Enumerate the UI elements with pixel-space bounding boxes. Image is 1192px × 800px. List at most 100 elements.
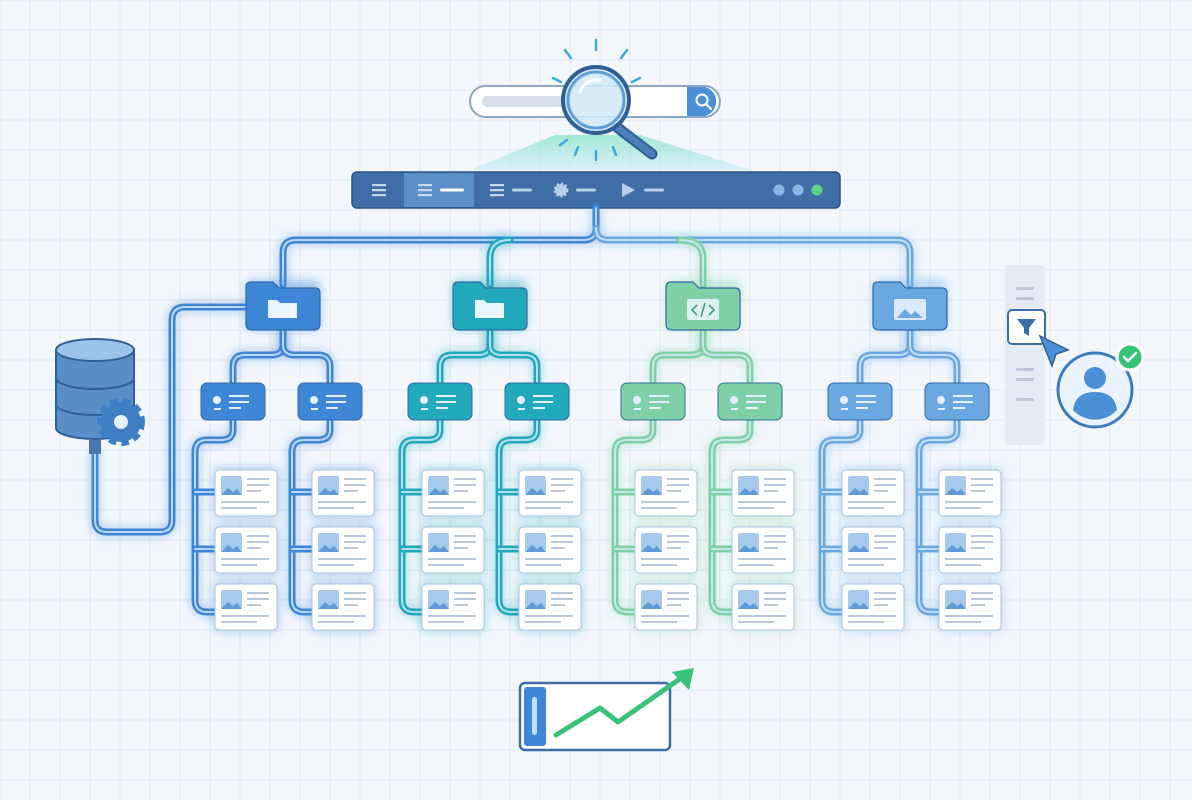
status-dot-1[interactable] xyxy=(792,184,804,196)
sparkle-ray xyxy=(573,145,580,157)
card-text-bar xyxy=(221,564,257,566)
card-text-bar xyxy=(667,484,689,486)
card-text-bar xyxy=(971,598,993,600)
card-text-bar xyxy=(525,501,573,503)
card-text-bar xyxy=(247,484,269,486)
list-icon xyxy=(418,184,432,197)
content-card[interactable] xyxy=(213,467,279,518)
subfolder-text-bar xyxy=(436,407,448,409)
card-text-bar xyxy=(454,490,468,492)
card-text-bar xyxy=(551,604,565,606)
subfolder-icon xyxy=(730,396,738,404)
toolbar-item-2[interactable] xyxy=(490,184,532,197)
subfolder-node[interactable] xyxy=(200,382,266,421)
subfolder-icon xyxy=(517,396,525,404)
content-card[interactable] xyxy=(517,581,583,632)
subfolder-text-bar xyxy=(746,407,758,409)
content-card[interactable] xyxy=(937,467,1003,518)
pipe-highlight xyxy=(489,239,511,286)
content-card[interactable] xyxy=(420,524,486,575)
content-card[interactable] xyxy=(633,524,699,575)
content-card[interactable] xyxy=(310,467,376,518)
content-card[interactable] xyxy=(730,524,796,575)
status-dot-0[interactable] xyxy=(773,184,785,196)
image-icon-mountain xyxy=(221,545,242,552)
content-card[interactable] xyxy=(517,524,583,575)
trend-chart-widget[interactable] xyxy=(518,668,694,752)
card-text-bar xyxy=(971,535,993,537)
card-text-bar xyxy=(525,564,561,566)
subfolder-node[interactable] xyxy=(717,382,783,421)
pipe-highlight xyxy=(918,419,958,613)
folder-node[interactable] xyxy=(665,280,741,331)
subfolder-icon-base xyxy=(731,408,738,410)
pipe-highlight xyxy=(291,419,331,613)
content-card[interactable] xyxy=(730,467,796,518)
search-icon[interactable] xyxy=(695,93,713,111)
toolbar-item-4[interactable] xyxy=(622,183,664,197)
sparkle-ray xyxy=(611,145,618,157)
content-card[interactable] xyxy=(213,581,279,632)
content-card[interactable] xyxy=(213,524,279,575)
content-card[interactable] xyxy=(937,524,1003,575)
status-dot-2[interactable] xyxy=(811,184,823,196)
subfolder-group-1 xyxy=(494,382,583,632)
subfolder-node[interactable] xyxy=(924,382,990,421)
content-card[interactable] xyxy=(310,524,376,575)
content-card[interactable] xyxy=(420,467,486,518)
subfolder-text-bar xyxy=(326,395,346,397)
content-card[interactable] xyxy=(730,581,796,632)
card-text-bar xyxy=(971,541,993,543)
search-icon-lens xyxy=(695,93,709,107)
card-text-bar xyxy=(454,484,476,486)
image-icon-mountain xyxy=(428,602,449,609)
user-avatar[interactable] xyxy=(1056,342,1145,429)
subfolder-group-1 xyxy=(287,382,376,632)
sparkle-ray xyxy=(551,76,563,84)
folder-node[interactable] xyxy=(872,280,948,331)
subfolder-node[interactable] xyxy=(620,382,686,421)
folder-node[interactable] xyxy=(245,280,321,331)
subfolder-node[interactable] xyxy=(827,382,893,421)
subfolder-group-1 xyxy=(914,382,1003,632)
card-text-bar xyxy=(641,507,677,509)
card-text-bar xyxy=(764,541,786,543)
card-text-bar xyxy=(874,490,888,492)
content-card[interactable] xyxy=(420,581,486,632)
subfolder-text-bar xyxy=(746,401,766,403)
content-card[interactable] xyxy=(840,524,906,575)
subfolder-node[interactable] xyxy=(297,382,363,421)
card-text-bar xyxy=(738,621,774,623)
image-icon-mountain xyxy=(641,488,662,495)
toolbar-item-0[interactable] xyxy=(372,184,386,197)
filter-button[interactable] xyxy=(1007,309,1046,345)
filter-panel-bg xyxy=(1005,265,1045,445)
subfolder-text-bar xyxy=(856,401,876,403)
card-text-bar xyxy=(247,478,269,480)
sparkle-ray xyxy=(619,48,629,60)
pipe-highlight xyxy=(489,329,538,384)
content-card[interactable] xyxy=(937,581,1003,632)
subfolder-node[interactable] xyxy=(407,382,473,421)
toolbar-item-1[interactable] xyxy=(404,173,474,207)
filter-panel[interactable] xyxy=(1005,265,1046,445)
card-text-bar xyxy=(667,592,689,594)
search-button[interactable] xyxy=(687,87,717,116)
content-card[interactable] xyxy=(310,581,376,632)
subfolder-node[interactable] xyxy=(504,382,570,421)
card-text-bar xyxy=(247,598,269,600)
toolbar-item-3[interactable] xyxy=(553,182,596,198)
content-card[interactable] xyxy=(840,581,906,632)
content-card[interactable] xyxy=(633,467,699,518)
icon-line xyxy=(490,189,504,192)
subfolder-text-bar xyxy=(649,401,669,403)
card-text-bar xyxy=(848,621,884,623)
card-text-bar xyxy=(247,547,261,549)
content-card[interactable] xyxy=(840,467,906,518)
filter-icon xyxy=(1017,319,1036,336)
card-text-bar xyxy=(344,598,366,600)
content-card[interactable] xyxy=(517,467,583,518)
image-icon-mountain xyxy=(428,488,449,495)
folder-node[interactable] xyxy=(452,280,528,331)
content-card[interactable] xyxy=(633,581,699,632)
